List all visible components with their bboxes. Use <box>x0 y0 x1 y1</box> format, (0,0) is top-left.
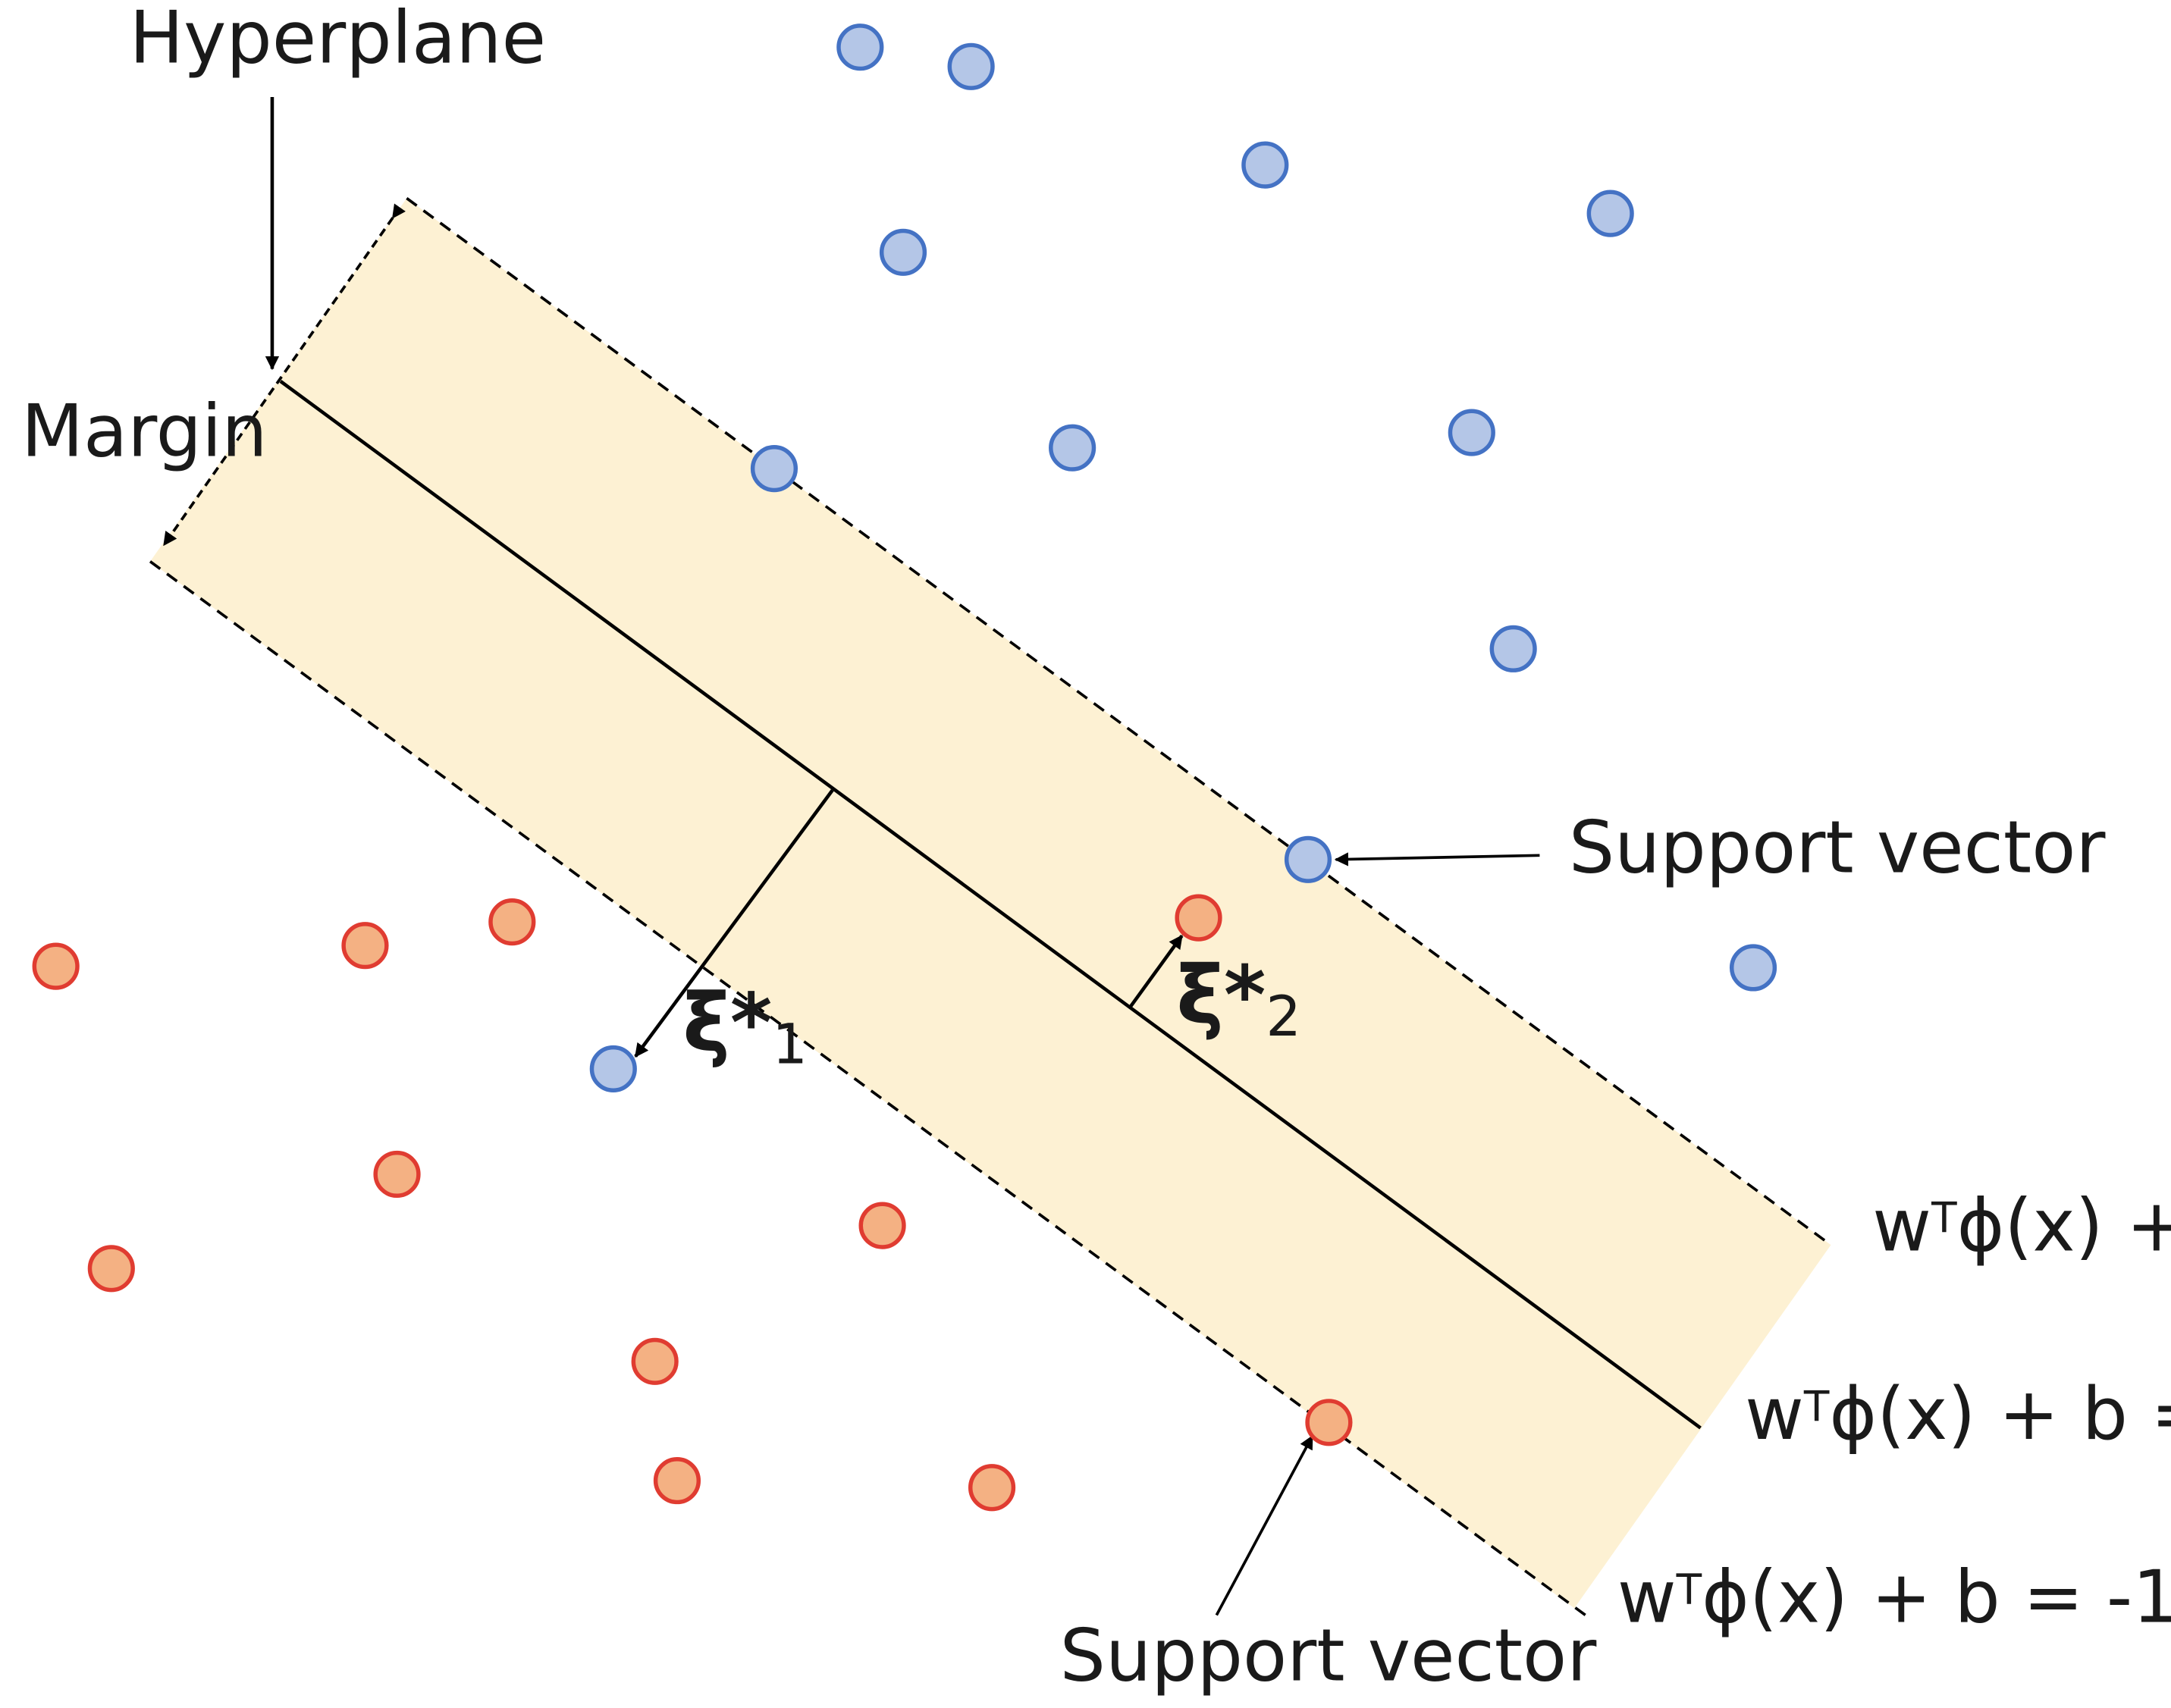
blue-point <box>1049 424 1096 472</box>
eq-middle-rest: ϕ(x) + b = 0 <box>1829 1373 2171 1456</box>
upper-margin-line <box>406 197 1832 1246</box>
red-points <box>32 894 1353 1512</box>
support-vector-upper-arrow <box>1334 852 1540 867</box>
slack-xi1-arrow <box>634 789 834 1058</box>
blue-point <box>879 228 927 276</box>
slack-xi1-label: ξ*1 <box>682 977 808 1077</box>
blue-points <box>589 24 1777 1093</box>
eq-lower-sup: T <box>1676 1565 1702 1614</box>
support-vector-lower-arrow <box>1215 1434 1314 1616</box>
blue-misclassified-point <box>589 1045 637 1093</box>
equation-hyperplane: wTϕ(x) + b = 0 <box>1745 1373 2171 1456</box>
support-vector-upper-label: Support vector <box>1569 806 2107 889</box>
red-margin-violation-point <box>1175 894 1222 942</box>
red-point <box>653 1456 701 1505</box>
blue-point <box>836 24 884 71</box>
support-vector-lower-label: Support vector <box>1060 1614 1598 1697</box>
eq-upper-w: w <box>1872 1185 1931 1268</box>
slack-xi2-arrow <box>1129 934 1184 1008</box>
red-point <box>968 1464 1016 1512</box>
red-point <box>87 1245 135 1293</box>
equation-upper-margin: wTϕ(x) + b = 1 <box>1872 1185 2171 1268</box>
blue-point <box>1489 625 1537 672</box>
eq-lower-rest: ϕ(x) + b = -1 <box>1702 1556 2171 1640</box>
red-point <box>32 942 80 990</box>
eq-middle-sup: T <box>1803 1382 1830 1431</box>
hyperplane-label: Hyperplane <box>130 0 546 80</box>
slack-xi2-label: ξ*2 <box>1176 950 1301 1049</box>
blue-point <box>1241 141 1289 189</box>
red-point <box>488 898 536 946</box>
red-point <box>631 1337 679 1385</box>
eq-upper-rest: ϕ(x) + b = 1 <box>1957 1185 2171 1268</box>
blue-point <box>947 42 995 90</box>
hyperplane-line <box>279 380 1702 1430</box>
red-point <box>858 1202 906 1249</box>
lower-margin-line <box>149 560 1586 1616</box>
eq-upper-sup: T <box>1931 1194 1957 1243</box>
red-point <box>373 1150 421 1199</box>
blue-support-vector <box>1284 835 1332 883</box>
red-support-vector <box>1305 1399 1353 1446</box>
eq-middle-w: w <box>1745 1373 1804 1456</box>
equation-lower-margin: wTϕ(x) + b = -1 <box>1617 1556 2171 1640</box>
slack-xi2-subscript: 2 <box>1266 985 1301 1049</box>
blue-point <box>1448 409 1495 456</box>
red-point <box>341 922 389 970</box>
margin-width-arrow <box>162 203 406 547</box>
slack-xi2-symbol: ξ* <box>1176 950 1266 1043</box>
slack-xi1-subscript: 1 <box>772 1013 808 1077</box>
margin-label: Margin <box>21 390 268 474</box>
eq-lower-w: w <box>1617 1556 1677 1640</box>
blue-point <box>1729 944 1777 992</box>
slack-xi1-symbol: ξ* <box>682 977 772 1070</box>
blue-point <box>1586 190 1634 237</box>
blue-point <box>750 445 798 493</box>
